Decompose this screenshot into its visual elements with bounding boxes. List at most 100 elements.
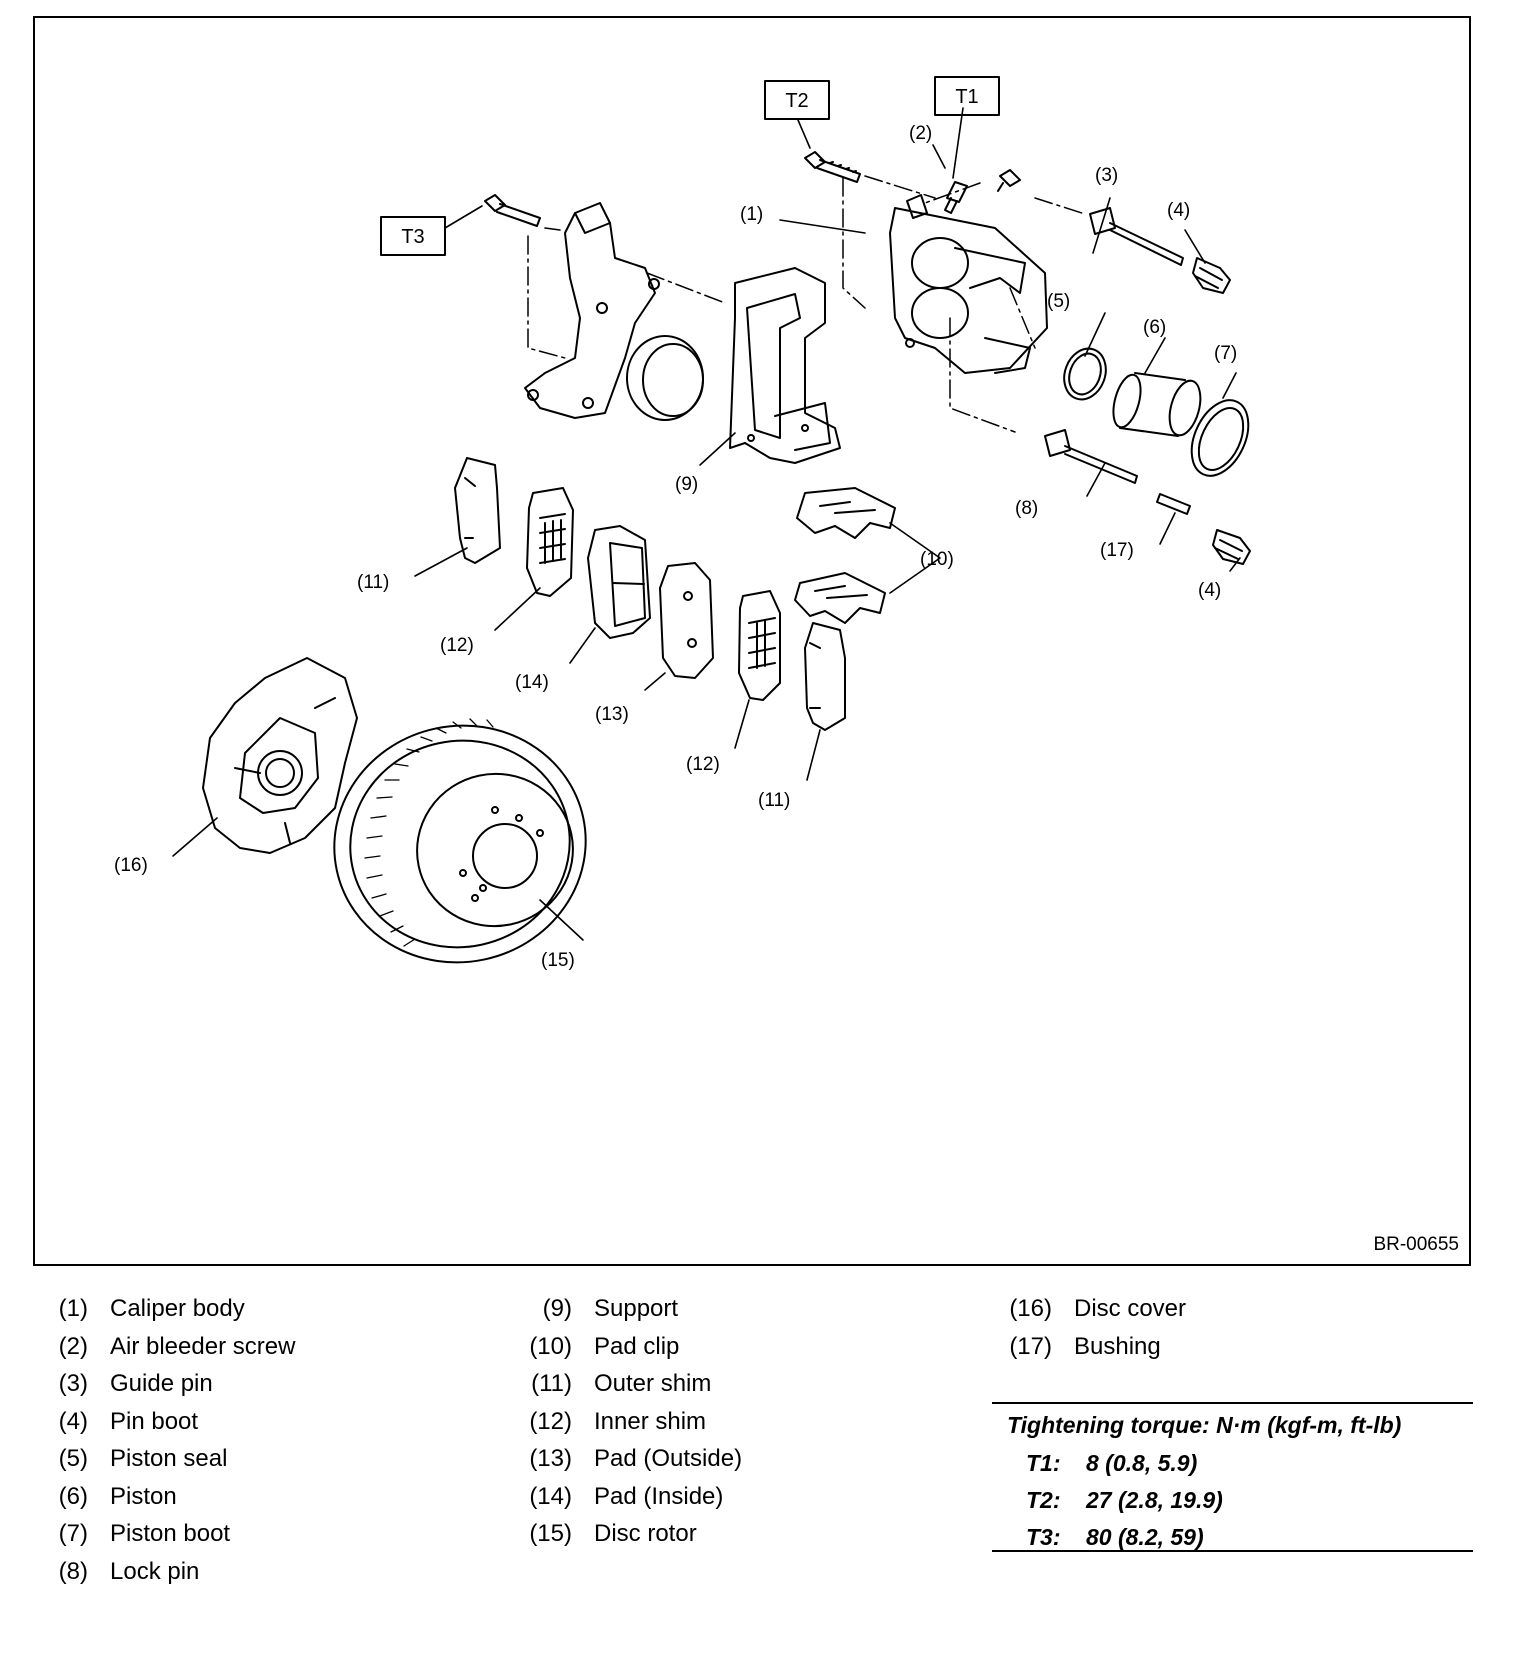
pad-outside-icon [659,562,714,679]
legend-label: Piston [110,1482,177,1510]
pad-clip-upper-icon [796,487,896,539]
legend-number: (7) [58,1520,88,1547]
torque-table-title: Tightening torque: N·m (kgf-m, ft-lb) [1007,1412,1402,1438]
legend-number: (17) [1009,1332,1052,1360]
callout-13: (13) [595,704,629,725]
legend-column-3: (16) Disc cover (17) Bushing [982,1290,1186,1365]
legend-label: Piston seal [110,1445,228,1472]
callout-5: (5) [1047,291,1070,312]
legend-number: (4) [58,1407,88,1435]
legend-number: (15) [529,1520,572,1547]
callout-14: (14) [515,672,549,693]
callout-12-left: (12) [440,635,474,656]
disc-cover-icon [202,657,358,854]
disc-rotor-icon [333,718,587,964]
legend-number: (16) [1009,1295,1052,1322]
callout-11-right: (11) [758,790,790,811]
pin-boot-upper-icon [1192,257,1231,294]
legend-number: (11) [531,1370,572,1397]
legend-label: Inner shim [594,1407,707,1435]
legend-label: Pad clip [594,1332,680,1360]
legend-number: (9) [542,1295,572,1322]
legend-number: (1) [58,1295,88,1322]
torque-key: T1: [1026,1450,1061,1476]
legend-number: (13) [529,1445,572,1472]
callout-12-right: (12) [686,754,720,775]
legend-number: (5) [58,1445,88,1472]
legend-label: Bushing [1074,1332,1161,1360]
t3-tag-box [380,216,446,256]
legend-label: Lock pin [110,1557,200,1585]
inner-shim-right-icon [738,590,781,701]
legend-label: Support [594,1295,679,1322]
pad-inside-icon [587,525,651,639]
torque-row: T2:27 (2.8, 19.9) [1026,1487,1223,1514]
legend-label: Disc cover [1074,1295,1187,1322]
legend-number: (10) [529,1332,572,1360]
callout-4-upper: (4) [1167,200,1190,221]
t1-tag-box [934,76,1000,116]
piston-boot-icon [1190,399,1250,477]
legend-item: (8) Lock pin [18,1553,295,1591]
legend-number: (8) [58,1557,88,1585]
legend-number: (3) [58,1370,88,1397]
callout-10: (10) [920,549,954,570]
legend-label: Air bleeder screw [110,1332,296,1360]
legend-item: (17) Bushing [982,1328,1186,1366]
torque-value: 8 (0.8, 5.9) [1086,1450,1198,1476]
t3-bolt-icon [484,194,541,227]
legend-item: (12) Inner shim [502,1403,742,1441]
legend-number: (6) [58,1482,88,1510]
legend-item: (4) Pin boot [18,1403,295,1441]
legend-label: Disc rotor [594,1520,697,1547]
legend-number: (2) [58,1332,88,1360]
callout-6: (6) [1143,317,1166,338]
pad-clip-lower-icon [794,572,886,624]
callout-11-left: (11) [357,572,389,593]
legend-item: (14) Pad (Inside) [502,1478,742,1516]
steering-knuckle-icon [524,202,704,421]
legend-item: (10) Pad clip [502,1328,742,1366]
legend-item: (13) Pad (Outside) [502,1440,742,1478]
torque-row: T1: 8 (0.8, 5.9) [1026,1450,1197,1477]
guide-pin-icon [1089,207,1184,266]
callout-9: (9) [675,474,698,495]
torque-value: 80 (8.2, 59) [1086,1524,1204,1550]
torque-value: 27 (2.8, 19.9) [1086,1487,1223,1513]
legend-item: (5) Piston seal [18,1440,295,1478]
callout-3: (3) [1095,165,1118,186]
outer-shim-right-icon [804,622,846,731]
legend-label: Pin boot [110,1407,199,1435]
t2-bolt-icon [804,151,861,183]
outer-shim-left-icon [454,457,501,564]
pin-boot-lower-icon [1212,529,1251,565]
callout-4-lower: (4) [1198,580,1221,601]
callout-8: (8) [1015,498,1038,519]
legend-item: (9) Support [502,1290,742,1328]
lock-pin-icon [1044,429,1138,484]
legend-item: (3)Guide pin [18,1365,295,1403]
piston-seal-icon [1063,347,1107,401]
legend-column-2: (9) Support (10) Pad clip (11)Outer shim (… [502,1290,742,1553]
figure-id: BR-00655 [1373,1234,1459,1255]
legend-column-1: (1) Caliper body (2) Air bleeder screw (3)… [18,1290,296,1591]
legend-item: (6) Piston [18,1478,295,1516]
callout-17: (17) [1100,540,1134,561]
inner-shim-left-icon [526,487,574,597]
legend-label: Pad (Outside) [594,1445,743,1472]
legend-item: (1) Caliper body [18,1290,295,1328]
legend-number: (14) [529,1482,572,1510]
legend-number: (12) [529,1407,572,1435]
torque-key: T3: [1026,1524,1061,1550]
legend-item: (16) Disc cover [982,1290,1186,1328]
t2-tag: T2 [785,90,808,112]
legend-item: (7)Piston boot [18,1515,295,1553]
legend-item: (11)Outer shim [502,1365,742,1403]
callout-15: (15) [541,950,575,971]
legend-label: Caliper body [110,1295,245,1322]
t2-tag-box [764,80,830,120]
legend-item: (15) Disc rotor [502,1515,742,1553]
support-bracket-icon [729,267,841,464]
legend-label: Pad (Inside) [594,1482,724,1510]
callout-16: (16) [114,855,148,876]
